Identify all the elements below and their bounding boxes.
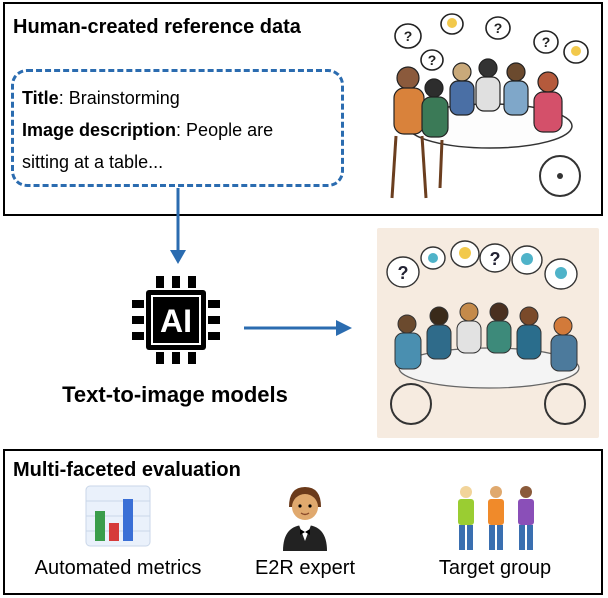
description-key: Image description: [22, 120, 177, 140]
ai-chip-label: AI: [160, 303, 192, 339]
title-line: Title: Brainstorming: [22, 82, 333, 114]
down-arrow-icon: [170, 188, 186, 264]
e2r-expert-label: E2R expert: [254, 557, 356, 579]
expert-person-icon: [283, 487, 327, 551]
automated-metrics-label: Automated metrics: [34, 557, 202, 579]
people-group-icon: [458, 486, 534, 550]
reference-data-card: Title: Brainstorming Image description: …: [11, 69, 344, 187]
title-value: : Brainstorming: [58, 88, 180, 108]
svg-text:?: ?: [490, 249, 501, 269]
evaluation-heading: Multi-faceted evaluation: [13, 459, 241, 481]
description-value-line1: : People are: [176, 120, 274, 140]
svg-text:?: ?: [542, 34, 551, 50]
target-group-label: Target group: [438, 557, 552, 579]
human-illustration-image: ????: [390, 13, 589, 199]
generated-illustration-image: ??: [377, 228, 599, 438]
svg-text:?: ?: [428, 52, 437, 68]
description-line-2: sitting at a table...: [22, 152, 164, 172]
reference-data-heading: Human-created reference data: [13, 16, 301, 38]
bar-chart-icon: [85, 485, 151, 547]
title-key: Title: [22, 88, 59, 108]
ai-chip-icon: AI: [132, 276, 220, 364]
svg-text:?: ?: [494, 20, 503, 36]
svg-text:?: ?: [404, 28, 413, 44]
svg-text:?: ?: [398, 263, 409, 283]
right-arrow-icon: [244, 320, 352, 336]
description-line: Image description: People are: [22, 114, 333, 146]
text-to-image-models-label: Text-to-image models: [62, 382, 288, 407]
